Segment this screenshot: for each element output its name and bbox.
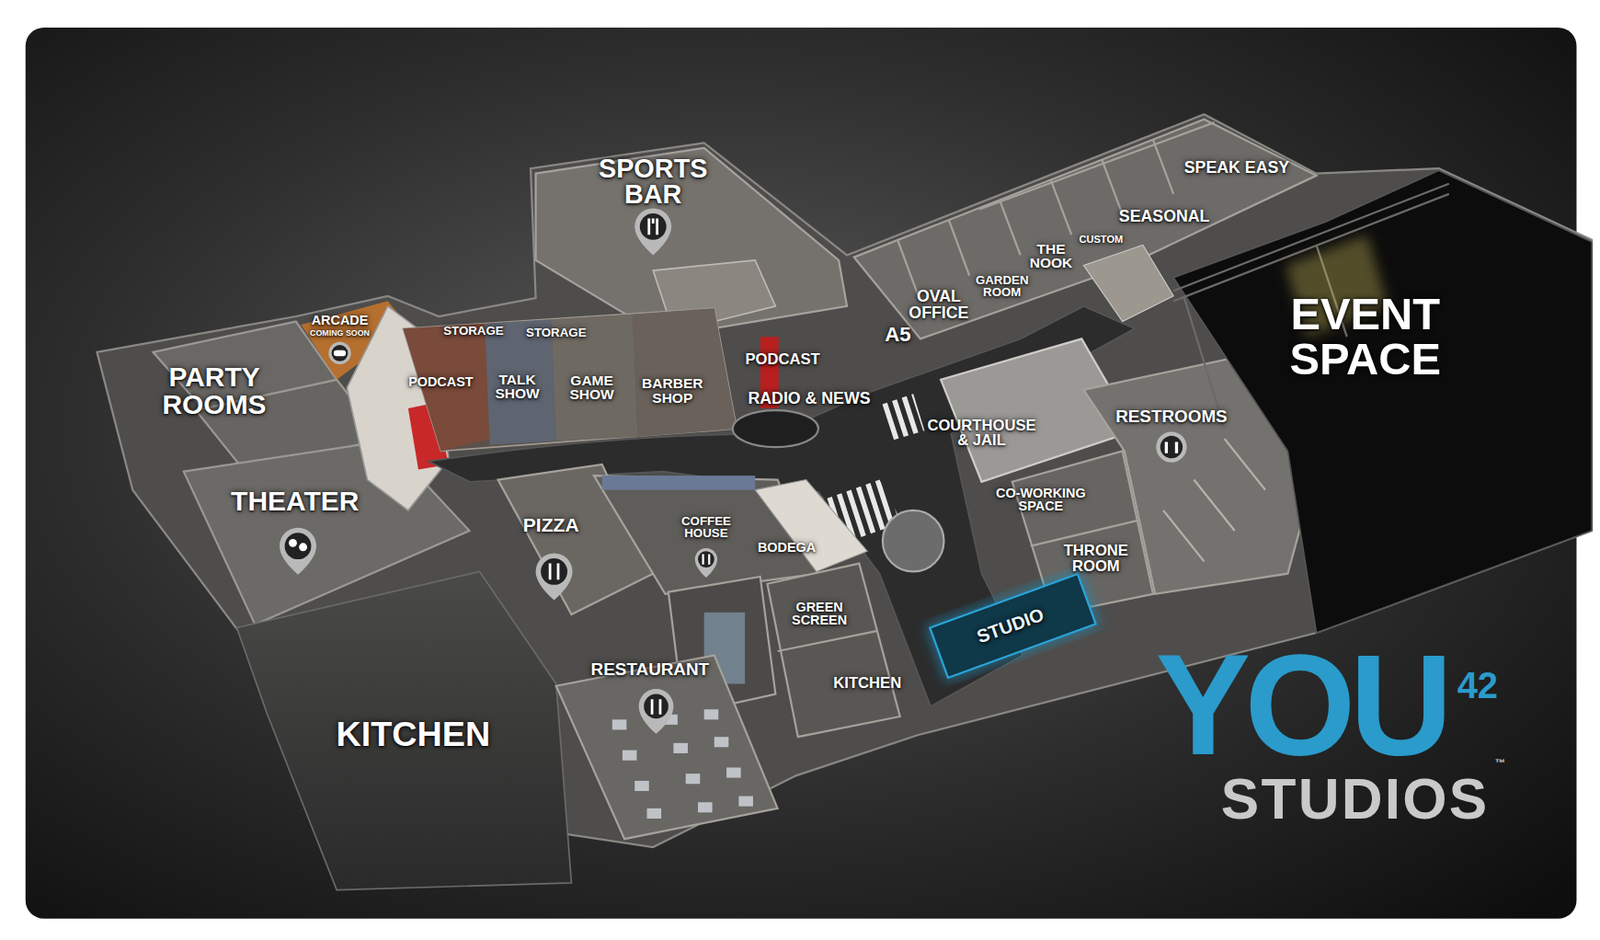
room-label: ARCADE <box>311 313 369 327</box>
room-label: TALK SHOW <box>492 372 542 401</box>
room-label: BARBER SHOP <box>640 376 705 405</box>
logo-text: YOU <box>1155 643 1448 766</box>
sign-text: STUDIO <box>974 605 1047 648</box>
room-label: COURTHOUSE & JAIL <box>924 418 1040 449</box>
room-label: PIZZA <box>523 515 580 536</box>
wall <box>777 630 879 652</box>
podcast-facade <box>402 323 490 452</box>
room-label: RADIO & NEWS <box>747 390 870 408</box>
studio-sign <box>925 570 1100 682</box>
restaurant-tables <box>612 708 754 819</box>
street-facades <box>402 308 737 451</box>
event-space-floor <box>1173 170 1592 633</box>
room-label: RESTROOMS <box>1115 407 1228 425</box>
room-label: SEASONAL <box>1119 208 1211 226</box>
radio-booth <box>732 410 819 447</box>
room-label: BODEGA <box>757 540 816 554</box>
area-label: KITCHEN <box>336 717 492 753</box>
room-label: PODCAST <box>744 351 820 367</box>
room-label: STORAGE <box>443 324 504 337</box>
kiosk-dome <box>882 510 945 572</box>
room-label: KITCHEN <box>833 675 902 692</box>
room-label: GREEN SCREEN <box>789 600 848 628</box>
room-label: STORAGE <box>525 326 587 339</box>
status-note: COMING SOON <box>309 328 370 337</box>
area-label: PARTY ROOMS <box>158 363 272 419</box>
kitchen-floor <box>236 571 572 890</box>
room-label: SPEAK EASY <box>1184 160 1290 177</box>
room-floor <box>536 148 847 337</box>
trademark: ™ <box>1495 758 1506 769</box>
room-label: RESTAURANT <box>591 661 710 679</box>
map-pins <box>279 207 1188 733</box>
awning <box>602 475 755 491</box>
logo-text: 42 <box>1457 667 1498 705</box>
bodega-facade <box>754 480 868 572</box>
room-label: GARDEN ROOM <box>973 273 1030 298</box>
room-label: SPORTS BAR <box>592 155 715 209</box>
wall <box>1030 520 1139 547</box>
barber-facade <box>632 308 737 437</box>
room-label: COFFEE HOUSE <box>679 514 732 539</box>
room-label: THE NOOK <box>1027 241 1076 271</box>
cubicle-walls <box>898 122 1215 297</box>
room-floor <box>766 563 900 738</box>
stair <box>1084 244 1175 321</box>
room-label: CO-WORKING SPACE <box>994 485 1088 513</box>
area-label: THEATER <box>230 487 359 515</box>
room-label: OVAL OFFICE <box>905 288 972 322</box>
area-label: EVENT SPACE <box>1280 291 1452 382</box>
room-label: THRONE ROOM <box>1061 543 1131 574</box>
room-label: PODCAST <box>408 375 473 389</box>
room-floor <box>556 654 778 839</box>
room-label: A5 <box>884 324 911 345</box>
room-label: GAME SHOW <box>567 373 617 402</box>
room-label: CUSTOM <box>1078 234 1123 245</box>
logo-text: STUDIOS <box>1221 770 1490 828</box>
crosswalk <box>880 393 926 441</box>
